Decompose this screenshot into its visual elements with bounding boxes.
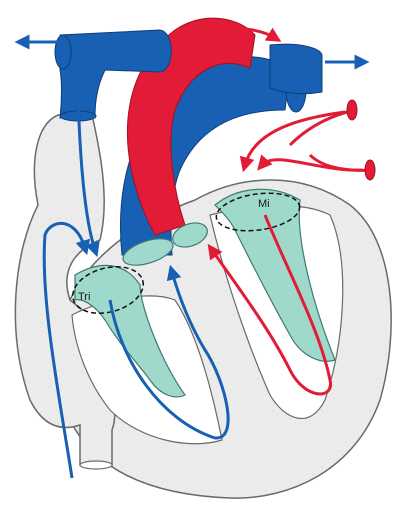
mitral-label: Mi bbox=[258, 198, 270, 210]
superior-vena-cava-top bbox=[55, 35, 71, 69]
flow-arrow-pulm-vein-lower bbox=[262, 160, 362, 170]
tricuspid-label: Tri bbox=[78, 291, 90, 303]
pulmonary-vein-upper-end bbox=[347, 100, 357, 120]
pulmonary-vein-lower-end bbox=[365, 160, 375, 180]
pulmonary-artery-right bbox=[270, 44, 322, 93]
inferior-vena-cava-opening bbox=[80, 461, 112, 469]
